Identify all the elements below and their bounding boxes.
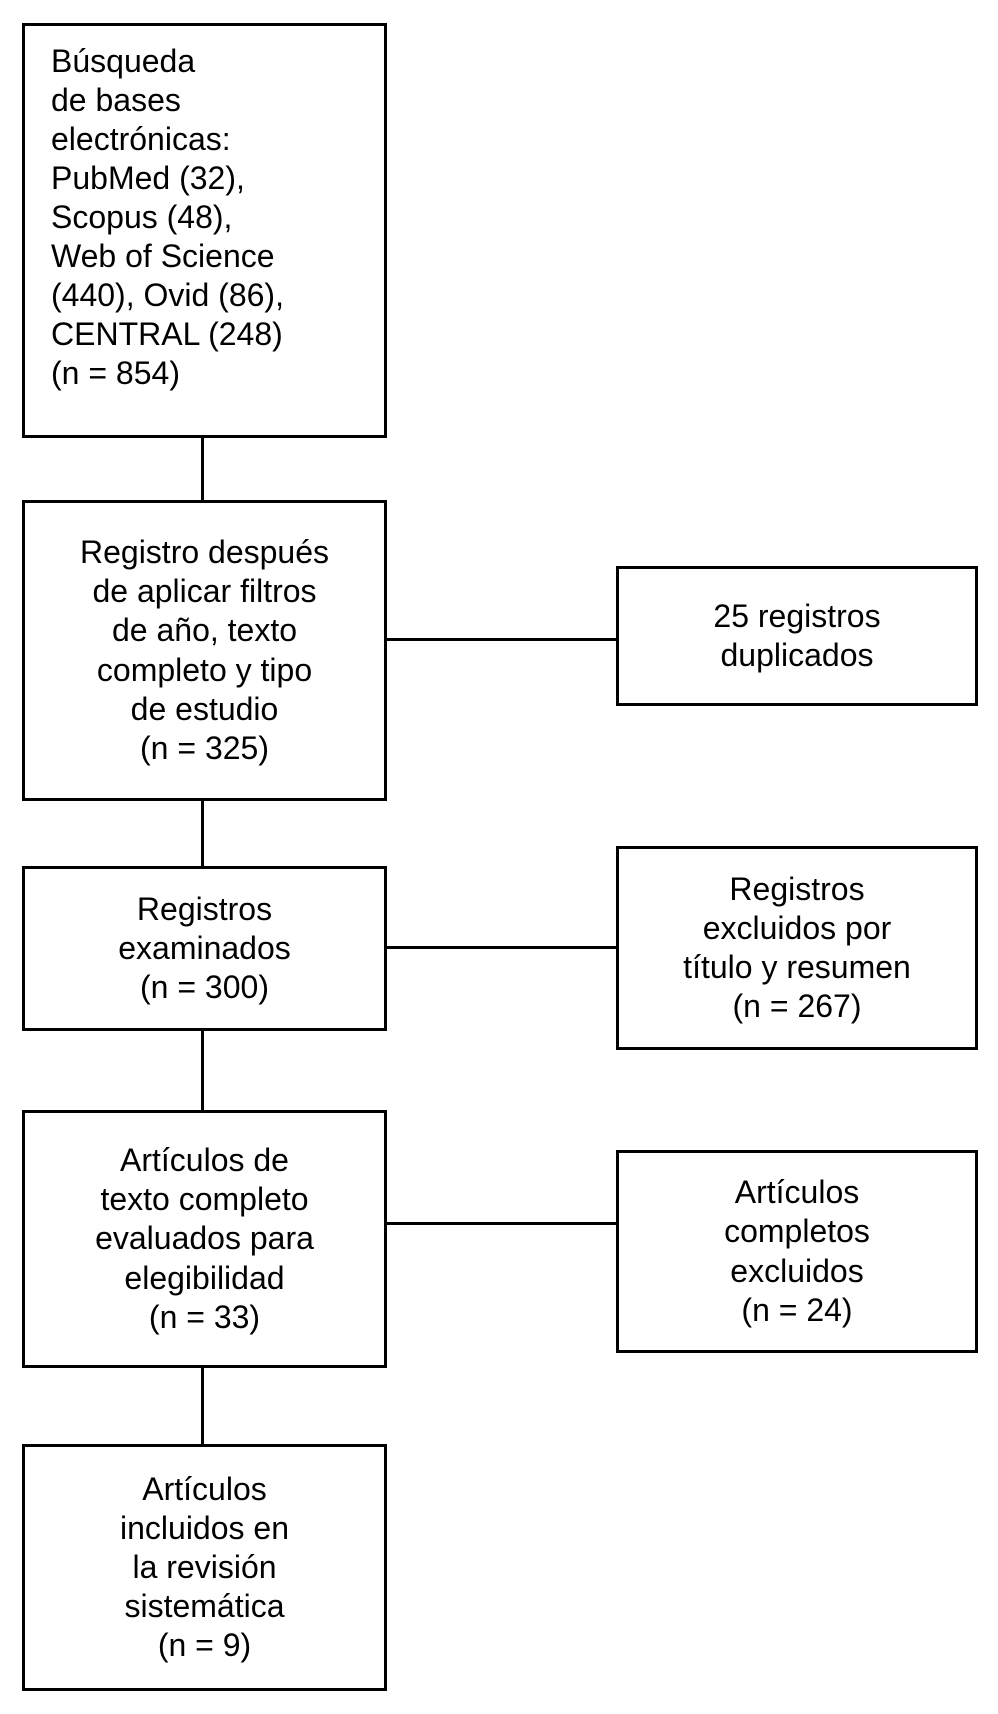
box-included: Artículos incluidos en la revisión siste… — [22, 1444, 387, 1691]
connector-screened-to-fulltext — [201, 1029, 204, 1111]
connector-fulltext-to-excluded — [385, 1222, 618, 1225]
box-records-screened: Registros examinados (n = 300) — [22, 866, 387, 1031]
box-records-screened-text: Registros examinados (n = 300) — [118, 890, 291, 1006]
box-fulltext-assessed-text: Artículos de texto completo evaluados pa… — [95, 1142, 314, 1335]
box-fulltext-assessed: Artículos de texto completo evaluados pa… — [22, 1110, 387, 1368]
connector-fulltext-to-included — [201, 1366, 204, 1445]
box-fulltext-excluded-text: Artículos completos excluidos (n = 24) — [724, 1174, 870, 1328]
connector-search-to-filters — [201, 438, 204, 501]
box-fulltext-excluded: Artículos completos excluidos (n = 24) — [616, 1150, 978, 1353]
connector-screened-to-excluded — [385, 946, 618, 949]
connector-filters-to-duplicates — [385, 638, 618, 641]
box-included-text: Artículos incluidos en la revisión siste… — [120, 1470, 289, 1664]
box-excluded-title-abstract: Registros excluidos por título y resumen… — [616, 846, 978, 1050]
box-after-filters: Registro después de aplicar filtros de a… — [22, 500, 387, 801]
box-after-filters-text: Registro después de aplicar filtros de a… — [79, 534, 330, 766]
connector-filters-to-screened — [201, 799, 204, 867]
box-database-search: Búsqueda de bases electrónicas: PubMed (… — [22, 23, 387, 438]
box-duplicates-text: 25 registros duplicados — [713, 597, 881, 673]
box-excluded-title-abstract-text: Registros excluidos por título y resumen… — [683, 870, 911, 1025]
box-duplicates: 25 registros duplicados — [616, 566, 978, 706]
box-database-search-text: Búsqueda de bases electrónicas: PubMed (… — [51, 43, 284, 392]
